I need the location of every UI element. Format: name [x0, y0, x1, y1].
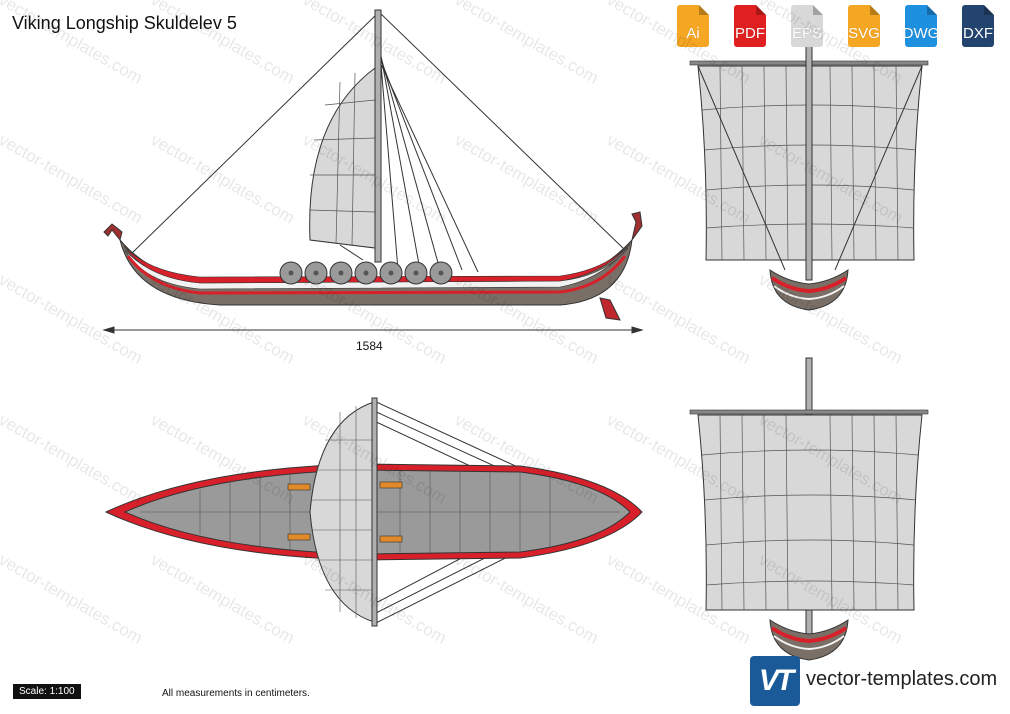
side-view: [102, 9, 644, 334]
side-shields: [279, 261, 453, 285]
top-oars: [287, 481, 403, 543]
side-hull-stripe-red: [123, 243, 631, 284]
top-sail: [309, 401, 375, 623]
format-svg-button[interactable]: SVG: [839, 3, 889, 53]
format-eps-button[interactable]: EPS: [782, 3, 832, 53]
page-title: Viking Longship Skuldelev 5: [12, 13, 237, 33]
format-ai-button[interactable]: Ai: [668, 3, 718, 53]
scale-label: Scale: 1:100: [13, 684, 81, 699]
format-dwg-button[interactable]: DWG: [896, 3, 946, 53]
top-deck-planks: [140, 471, 620, 553]
top-view: [104, 397, 643, 627]
dimension-line: [102, 326, 644, 334]
side-sail: [309, 67, 376, 249]
side-prow: [103, 223, 123, 242]
dimension-label: 1584: [356, 339, 383, 353]
side-stern: [631, 211, 643, 241]
format-dxf-button[interactable]: DXF: [953, 3, 1003, 53]
side-rudder: [599, 297, 621, 321]
brand-text: vector-templates.com: [806, 668, 998, 690]
side-mast: [374, 9, 382, 263]
brand-link[interactable]: VT vector-templates.com: [750, 656, 1008, 706]
front-view: [689, 39, 929, 311]
format-badges: Ai PDF EPS SVG DWG DXF: [668, 3, 1008, 53]
rear-view: [689, 357, 929, 661]
format-pdf-button[interactable]: PDF: [725, 3, 775, 53]
side-rigging: [129, 11, 626, 273]
rear-yard: [689, 409, 929, 415]
rear-sail: [697, 414, 923, 611]
side-sail-seams: [309, 72, 376, 247]
measurement-note: All measurements in centimeters.: [162, 688, 310, 699]
brand-logo: VT: [750, 656, 800, 706]
